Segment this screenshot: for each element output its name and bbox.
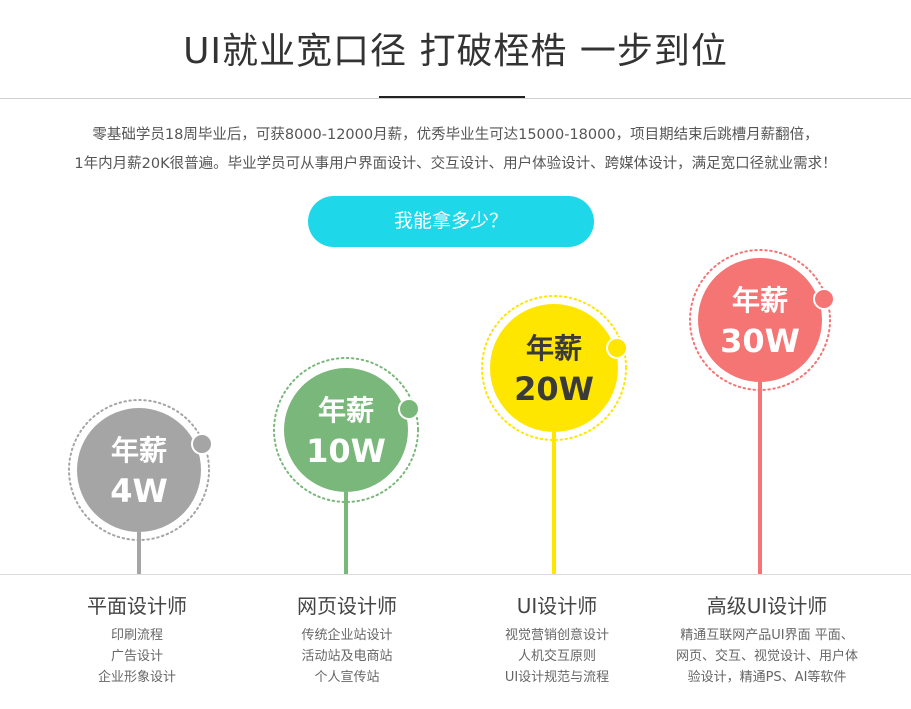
salary-dotted-ring [68, 399, 210, 541]
page-title: UI就业宽口径 打破桎梏 一步到位 [183, 31, 728, 72]
salary-amount: 10W [306, 432, 386, 470]
role-title: 网页设计师 [297, 594, 397, 618]
salary-amount: 4W [110, 472, 168, 510]
role-skill: 网页、交互、视觉设计、用户体 [675, 649, 858, 664]
salary-amount: 20W [514, 370, 594, 408]
role-column-senior-ui-designer: 高级UI设计师 精通互联网产品UI界面 平面、 网页、交互、视觉设计、用户体 验… [657, 590, 877, 688]
role-skill: 企业形象设计 [97, 670, 176, 685]
role-title: UI设计师 [516, 594, 598, 618]
salary-dotted-ring [689, 249, 831, 391]
role-column-web-designer: 网页设计师 传统企业站设计 活动站及电商站 个人宣传站 [237, 590, 457, 688]
salary-bubble [490, 304, 618, 432]
salary-query-button[interactable]: 我能拿多少？ [308, 196, 594, 247]
role-skill: 传统企业站设计 [301, 628, 393, 643]
salary-label: 年薪 [526, 332, 582, 365]
salary-bubble [698, 258, 822, 382]
header-divider [0, 98, 911, 99]
salary-accent-dot [606, 337, 628, 359]
role-skill: 视觉营销创意设计 [504, 628, 609, 643]
salary-bubble [284, 368, 408, 492]
salary-accent-dot [398, 398, 420, 420]
salary-accent-dot [191, 433, 213, 455]
role-title: 高级UI设计师 [706, 594, 828, 618]
description-line-2: 1年内月薪20K很普遍。毕业学员可从事用户界面设计、交互设计、用户体验设计、跨媒… [74, 156, 837, 172]
role-skill: 活动站及电商站 [301, 649, 393, 664]
salary-label: 年薪 [111, 434, 167, 467]
salary-label: 年薪 [318, 394, 374, 427]
role-column-ui-designer: UI设计师 视觉营销创意设计 人机交互原则 UI设计规范与流程 [447, 590, 667, 688]
role-skill: 精通互联网产品UI界面 平面、 [680, 628, 854, 643]
salary-label: 年薪 [732, 284, 788, 317]
description-line-1: 零基础学员18周毕业后，可获8000-12000月薪，优秀毕业生可达15000-… [92, 127, 819, 143]
salary-lollipop-graphic: 年薪 4W 年薪 10W 年薪 20W 年薪 30W [68, 249, 835, 574]
role-skill: UI设计规范与流程 [504, 670, 610, 685]
salary-bubble [77, 408, 201, 532]
role-skill: 印刷流程 [110, 628, 163, 643]
salary-accent-dot [813, 288, 835, 310]
role-skill: 个人宣传站 [314, 670, 380, 685]
salary-dotted-ring [273, 357, 419, 503]
baseline-divider [0, 574, 911, 575]
role-skill: 人机交互原则 [517, 649, 596, 664]
role-title: 平面设计师 [87, 594, 187, 618]
role-skill: 验设计，精通PS、AI等软件 [687, 670, 847, 685]
salary-amount: 30W [720, 322, 800, 360]
header-divider-accent [379, 96, 525, 98]
role-column-graphic-designer: 平面设计师 印刷流程 广告设计 企业形象设计 [27, 590, 247, 688]
role-skill: 广告设计 [110, 649, 163, 664]
salary-dotted-ring [481, 295, 627, 441]
